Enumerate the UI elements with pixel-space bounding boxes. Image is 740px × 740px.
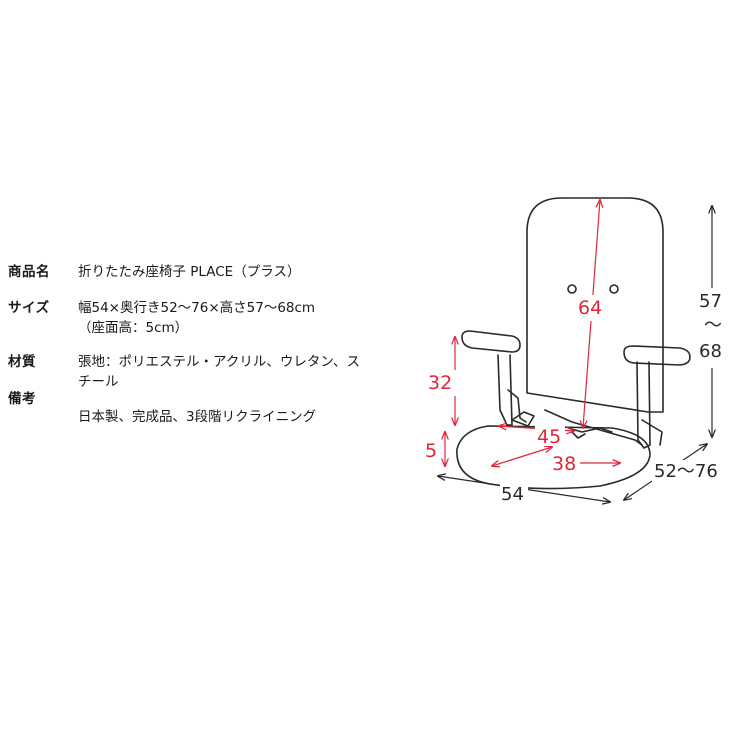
seat-depth-label: 45 — [537, 426, 561, 448]
spec-value-size-line2: （座面高：5cm） — [78, 320, 189, 336]
spec-label-remarks: 備考 — [8, 391, 36, 407]
height-top-label: 57 — [699, 291, 722, 312]
spec-label-material: 材質 — [8, 354, 36, 370]
spec-value-material-line2: チール — [78, 374, 119, 390]
backrest-button-right — [609, 284, 619, 294]
right-armrest — [623, 345, 691, 366]
backrest-button-left — [567, 284, 577, 294]
spec-value-material: 張地：ポリエステル・アクリル、ウレタン、ス チール — [78, 352, 378, 392]
total-width-label: 54 — [501, 484, 524, 505]
left-frame — [497, 354, 513, 426]
seat-width-label: 38 — [552, 453, 576, 475]
depth-label: 52〜76 — [654, 461, 718, 482]
spec-value-size: 幅54×奥行き52～76×高さ57～68cm （座面高：5cm） — [78, 298, 378, 338]
spec-value-name: 折りたたみ座椅子 PLACE（プラス） — [78, 264, 301, 280]
left-armrest — [461, 330, 521, 353]
spec-label-size: サイズ — [8, 300, 50, 316]
backrest — [526, 197, 664, 413]
seat-height-label: 5 — [425, 440, 437, 462]
spec-value-size-line1: 幅54×奥行き52～76×高さ57～68cm — [78, 300, 316, 316]
height-bottom-label: 68 — [699, 341, 722, 362]
back-height-label: 64 — [578, 297, 602, 319]
armrest-height-label: 32 — [428, 372, 452, 394]
right-frame — [636, 361, 651, 449]
height-tilde-label: 〜 — [704, 315, 722, 336]
spec-label-name: 商品名 — [8, 264, 50, 280]
spec-value-material-line1: 張地：ポリエステル・アクリル、ウレタン、ス — [78, 354, 361, 370]
spec-value-remarks: 日本製、完成品、3段階リクライニング — [78, 409, 317, 425]
seat-width-arrow — [492, 447, 552, 466]
